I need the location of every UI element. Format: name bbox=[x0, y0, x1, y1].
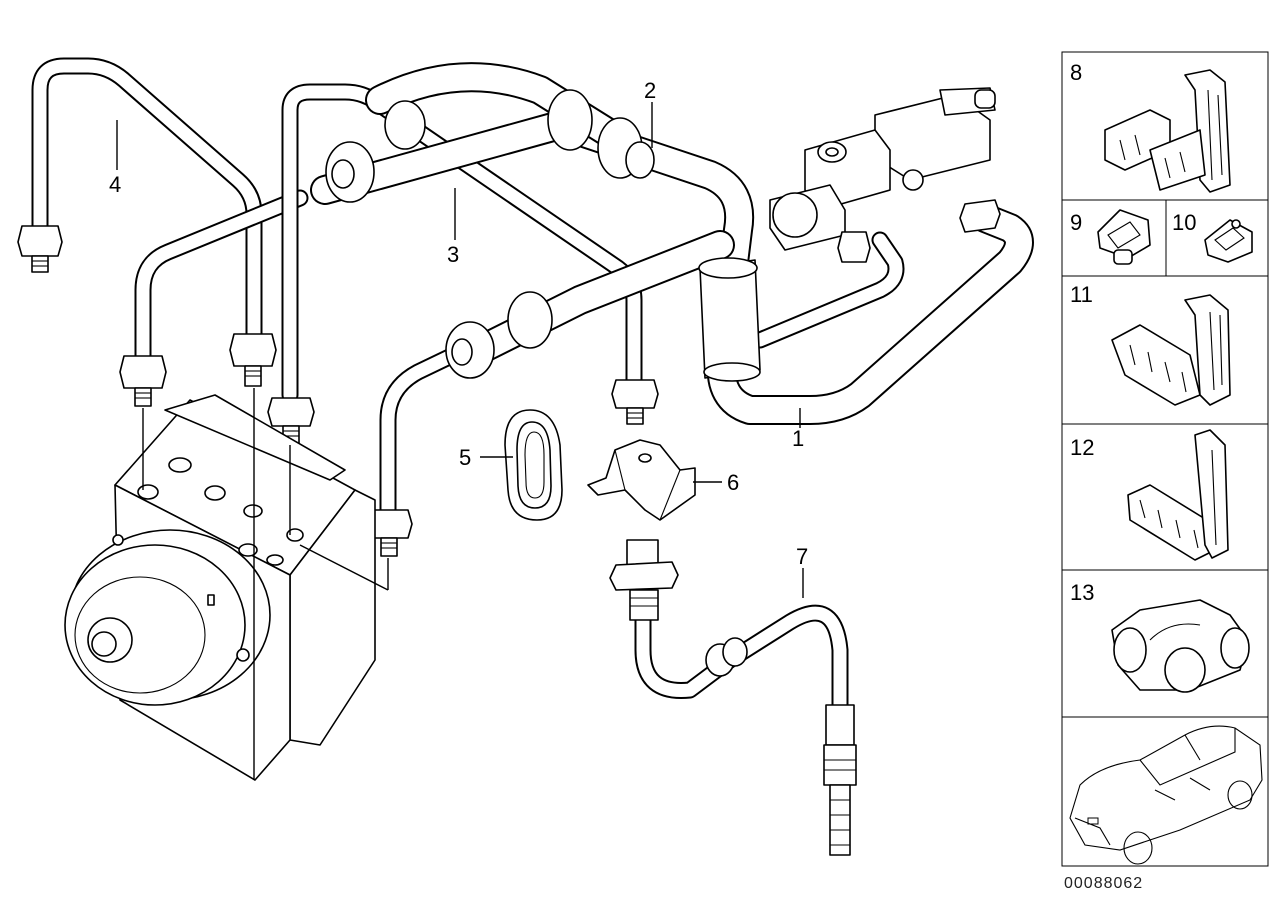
callout-7[interactable]: 7 bbox=[796, 544, 808, 569]
clip-11[interactable] bbox=[1111, 294, 1231, 406]
callout-4[interactable]: 4 bbox=[109, 172, 121, 197]
panel-label-11[interactable]: 11 bbox=[1070, 282, 1093, 307]
bracket-6[interactable] bbox=[587, 439, 696, 521]
clip-8[interactable] bbox=[1104, 69, 1231, 193]
fitting-nut bbox=[611, 379, 659, 425]
panel-label-8[interactable]: 8 bbox=[1070, 60, 1082, 85]
fitting-nut bbox=[229, 333, 277, 387]
callout-5[interactable]: 5 bbox=[459, 445, 471, 470]
brake-line-1[interactable] bbox=[310, 62, 1034, 425]
clip-13[interactable] bbox=[1111, 599, 1250, 693]
clip-10[interactable] bbox=[1204, 219, 1253, 263]
pipe-sleeve bbox=[325, 89, 761, 382]
car-silhouette-icon bbox=[1069, 725, 1263, 865]
brake-distributor-block bbox=[769, 87, 1001, 263]
clip-12[interactable] bbox=[1127, 429, 1229, 561]
panel-label-12[interactable]: 12 bbox=[1070, 435, 1094, 460]
callout-3[interactable]: 3 bbox=[447, 242, 459, 267]
callout-1[interactable]: 1 bbox=[792, 426, 804, 451]
callout-leaders bbox=[116, 102, 804, 598]
panel-label-10[interactable]: 10 bbox=[1172, 210, 1196, 235]
brake-hose-7[interactable] bbox=[609, 539, 857, 856]
fitting-nut bbox=[17, 225, 63, 273]
fitting-nut bbox=[365, 509, 413, 557]
clip-9[interactable] bbox=[1097, 209, 1151, 265]
abs-hydraulic-unit-icon[interactable] bbox=[64, 388, 389, 781]
callout-6[interactable]: 6 bbox=[727, 470, 739, 495]
callout-2[interactable]: 2 bbox=[644, 78, 656, 103]
diagram-code: 00088062 bbox=[1064, 875, 1143, 892]
panel-label-9[interactable]: 9 bbox=[1070, 210, 1082, 235]
grommet-5[interactable] bbox=[504, 409, 563, 521]
fitting-nut bbox=[119, 355, 167, 407]
brake-line-4[interactable] bbox=[31, 57, 309, 369]
panel-label-13[interactable]: 13 bbox=[1070, 580, 1094, 605]
